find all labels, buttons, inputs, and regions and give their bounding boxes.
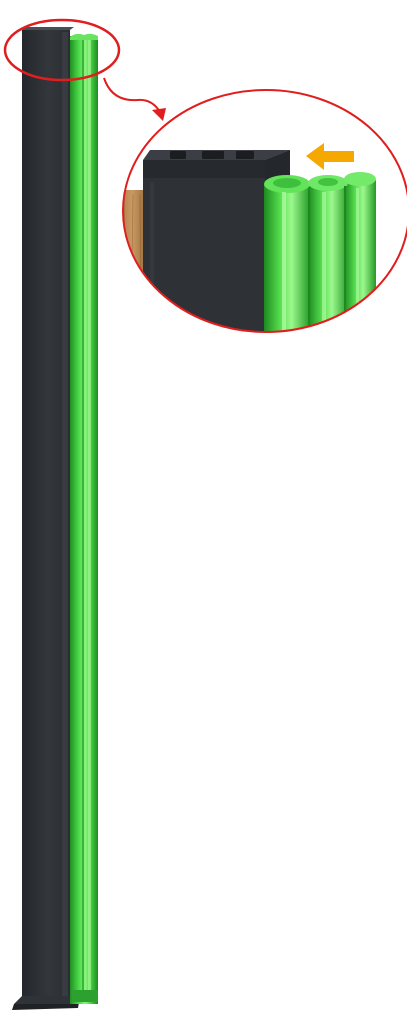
fence-post — [12, 27, 80, 1010]
zoom-callout — [123, 90, 407, 332]
post-foot-plate — [12, 996, 80, 1010]
strip-bottom-end — [72, 990, 98, 1002]
post-edge-highlight — [62, 32, 68, 1002]
connector-arrow-icon — [103, 77, 166, 121]
strip-top-cap — [70, 33, 98, 40]
post-foot-plate-top — [14, 996, 80, 1004]
strip-shine — [88, 38, 91, 1002]
strip-groove — [82, 38, 84, 1002]
green-insert-enlarged — [264, 172, 376, 332]
insert-direction-arrow-icon — [306, 143, 354, 170]
callout-circle-icon — [3, 18, 121, 82]
post-top-face — [22, 27, 74, 30]
green-insert-strip — [70, 33, 98, 1004]
zoom-callout-outline — [122, 89, 407, 333]
